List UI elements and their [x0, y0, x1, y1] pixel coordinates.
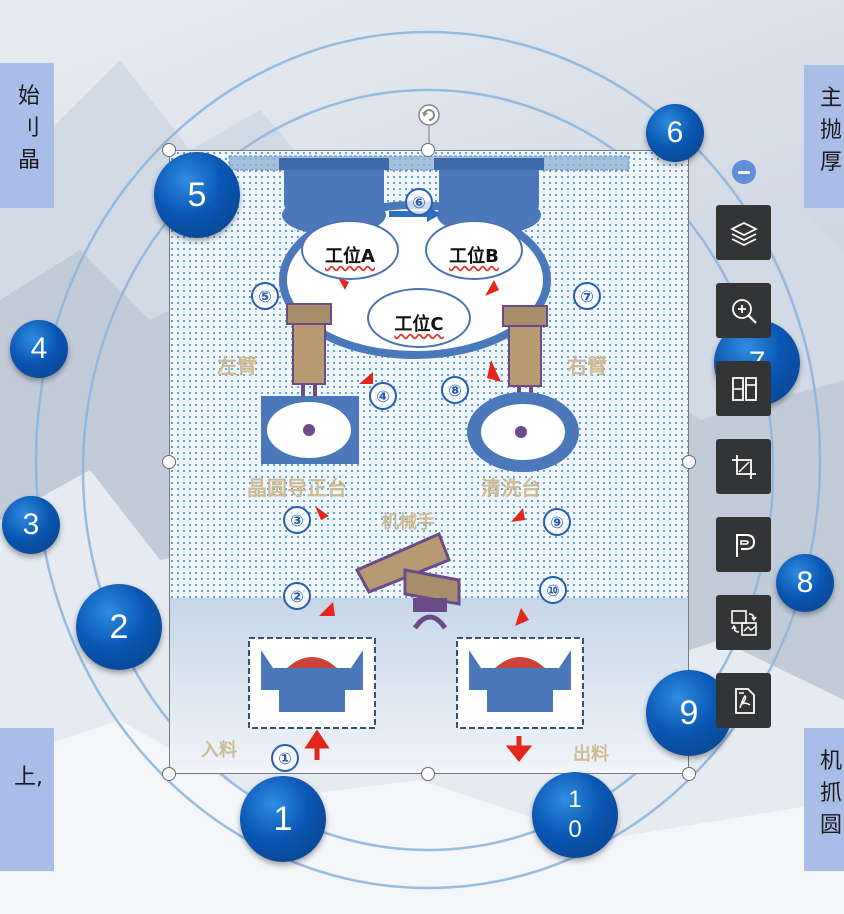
replace-image-button[interactable] — [716, 595, 771, 650]
step-mark-10: ⑩ — [539, 576, 567, 604]
station-c: 工位C — [367, 288, 471, 348]
callout-3[interactable]: 3 — [2, 496, 60, 554]
step-mark-7: ⑦ — [573, 282, 601, 310]
step-mark-9: ⑨ — [543, 508, 571, 536]
resize-handle-ml[interactable] — [162, 455, 176, 469]
export-pdf-button[interactable] — [716, 673, 771, 728]
side-box-bottom-right: 机 抓 圆 — [804, 728, 844, 871]
resize-handle-bl[interactable] — [162, 767, 176, 781]
callout-10[interactable]: 1 0 — [532, 772, 618, 858]
crop-button[interactable] — [716, 439, 771, 494]
side-box-bottom-left: 上, — [0, 728, 54, 871]
callout-4[interactable]: 4 — [10, 320, 68, 378]
collapse-toolbar-button[interactable] — [732, 160, 756, 184]
resize-handle-bc[interactable] — [421, 767, 435, 781]
step-mark-6: ⑥ — [405, 188, 433, 216]
label-left-arm: 左臂 — [217, 354, 257, 378]
zoom-in-icon — [731, 298, 757, 324]
side-box-top-right: 主 抛 厚 — [804, 65, 844, 208]
replace-image-icon — [730, 609, 757, 636]
minus-icon — [738, 170, 750, 174]
pen-tool-button[interactable] — [716, 517, 771, 572]
inner-ring — [81, 88, 775, 852]
step-mark-8: ⑧ — [441, 376, 469, 404]
label-align-table: 晶圆导正台 — [247, 476, 347, 500]
callout-6[interactable]: 6 — [646, 104, 704, 162]
station-a: 工位A — [301, 220, 399, 280]
export-pdf-icon — [734, 687, 755, 714]
pen-tool-icon — [735, 533, 755, 557]
label-output: 出料 — [573, 744, 609, 765]
selection-frame — [169, 150, 689, 774]
step-mark-5: ⑤ — [251, 282, 279, 310]
label-input: 入料 — [201, 740, 237, 761]
step-mark-2: ② — [283, 582, 311, 610]
resize-handle-tc[interactable] — [421, 143, 435, 157]
callout-1[interactable]: 1 — [240, 776, 326, 862]
split-layout-button[interactable] — [716, 361, 771, 416]
callout-2[interactable]: 2 — [76, 584, 162, 670]
station-b: 工位B — [425, 220, 523, 280]
layers-button[interactable] — [716, 205, 771, 260]
resize-handle-tl[interactable] — [162, 143, 176, 157]
step-mark-3: ③ — [283, 506, 311, 534]
split-layout-icon — [731, 376, 757, 401]
resize-handle-mr[interactable] — [682, 455, 696, 469]
zoom-in-button[interactable] — [716, 283, 771, 338]
label-clean-table: 清洗台 — [481, 476, 541, 500]
step-mark-1: ① — [271, 744, 299, 772]
resize-handle-br[interactable] — [682, 767, 696, 781]
process-diagram-image[interactable]: 工位A 工位B 工位C 左臂 右臂 晶圆导正台 清洗台 机械手 入料 出料 ① … — [169, 150, 689, 774]
layers-icon — [729, 221, 758, 246]
callout-8[interactable]: 8 — [776, 554, 834, 612]
callout-5[interactable]: 5 — [154, 152, 240, 238]
step-mark-4: ④ — [369, 382, 397, 410]
label-right-arm: 右臂 — [567, 354, 607, 378]
label-robot: 机械手 — [381, 512, 435, 533]
side-box-top-left: 始 刂晶 — [0, 63, 54, 208]
outer-ring — [34, 30, 822, 890]
crop-icon — [731, 454, 756, 479]
